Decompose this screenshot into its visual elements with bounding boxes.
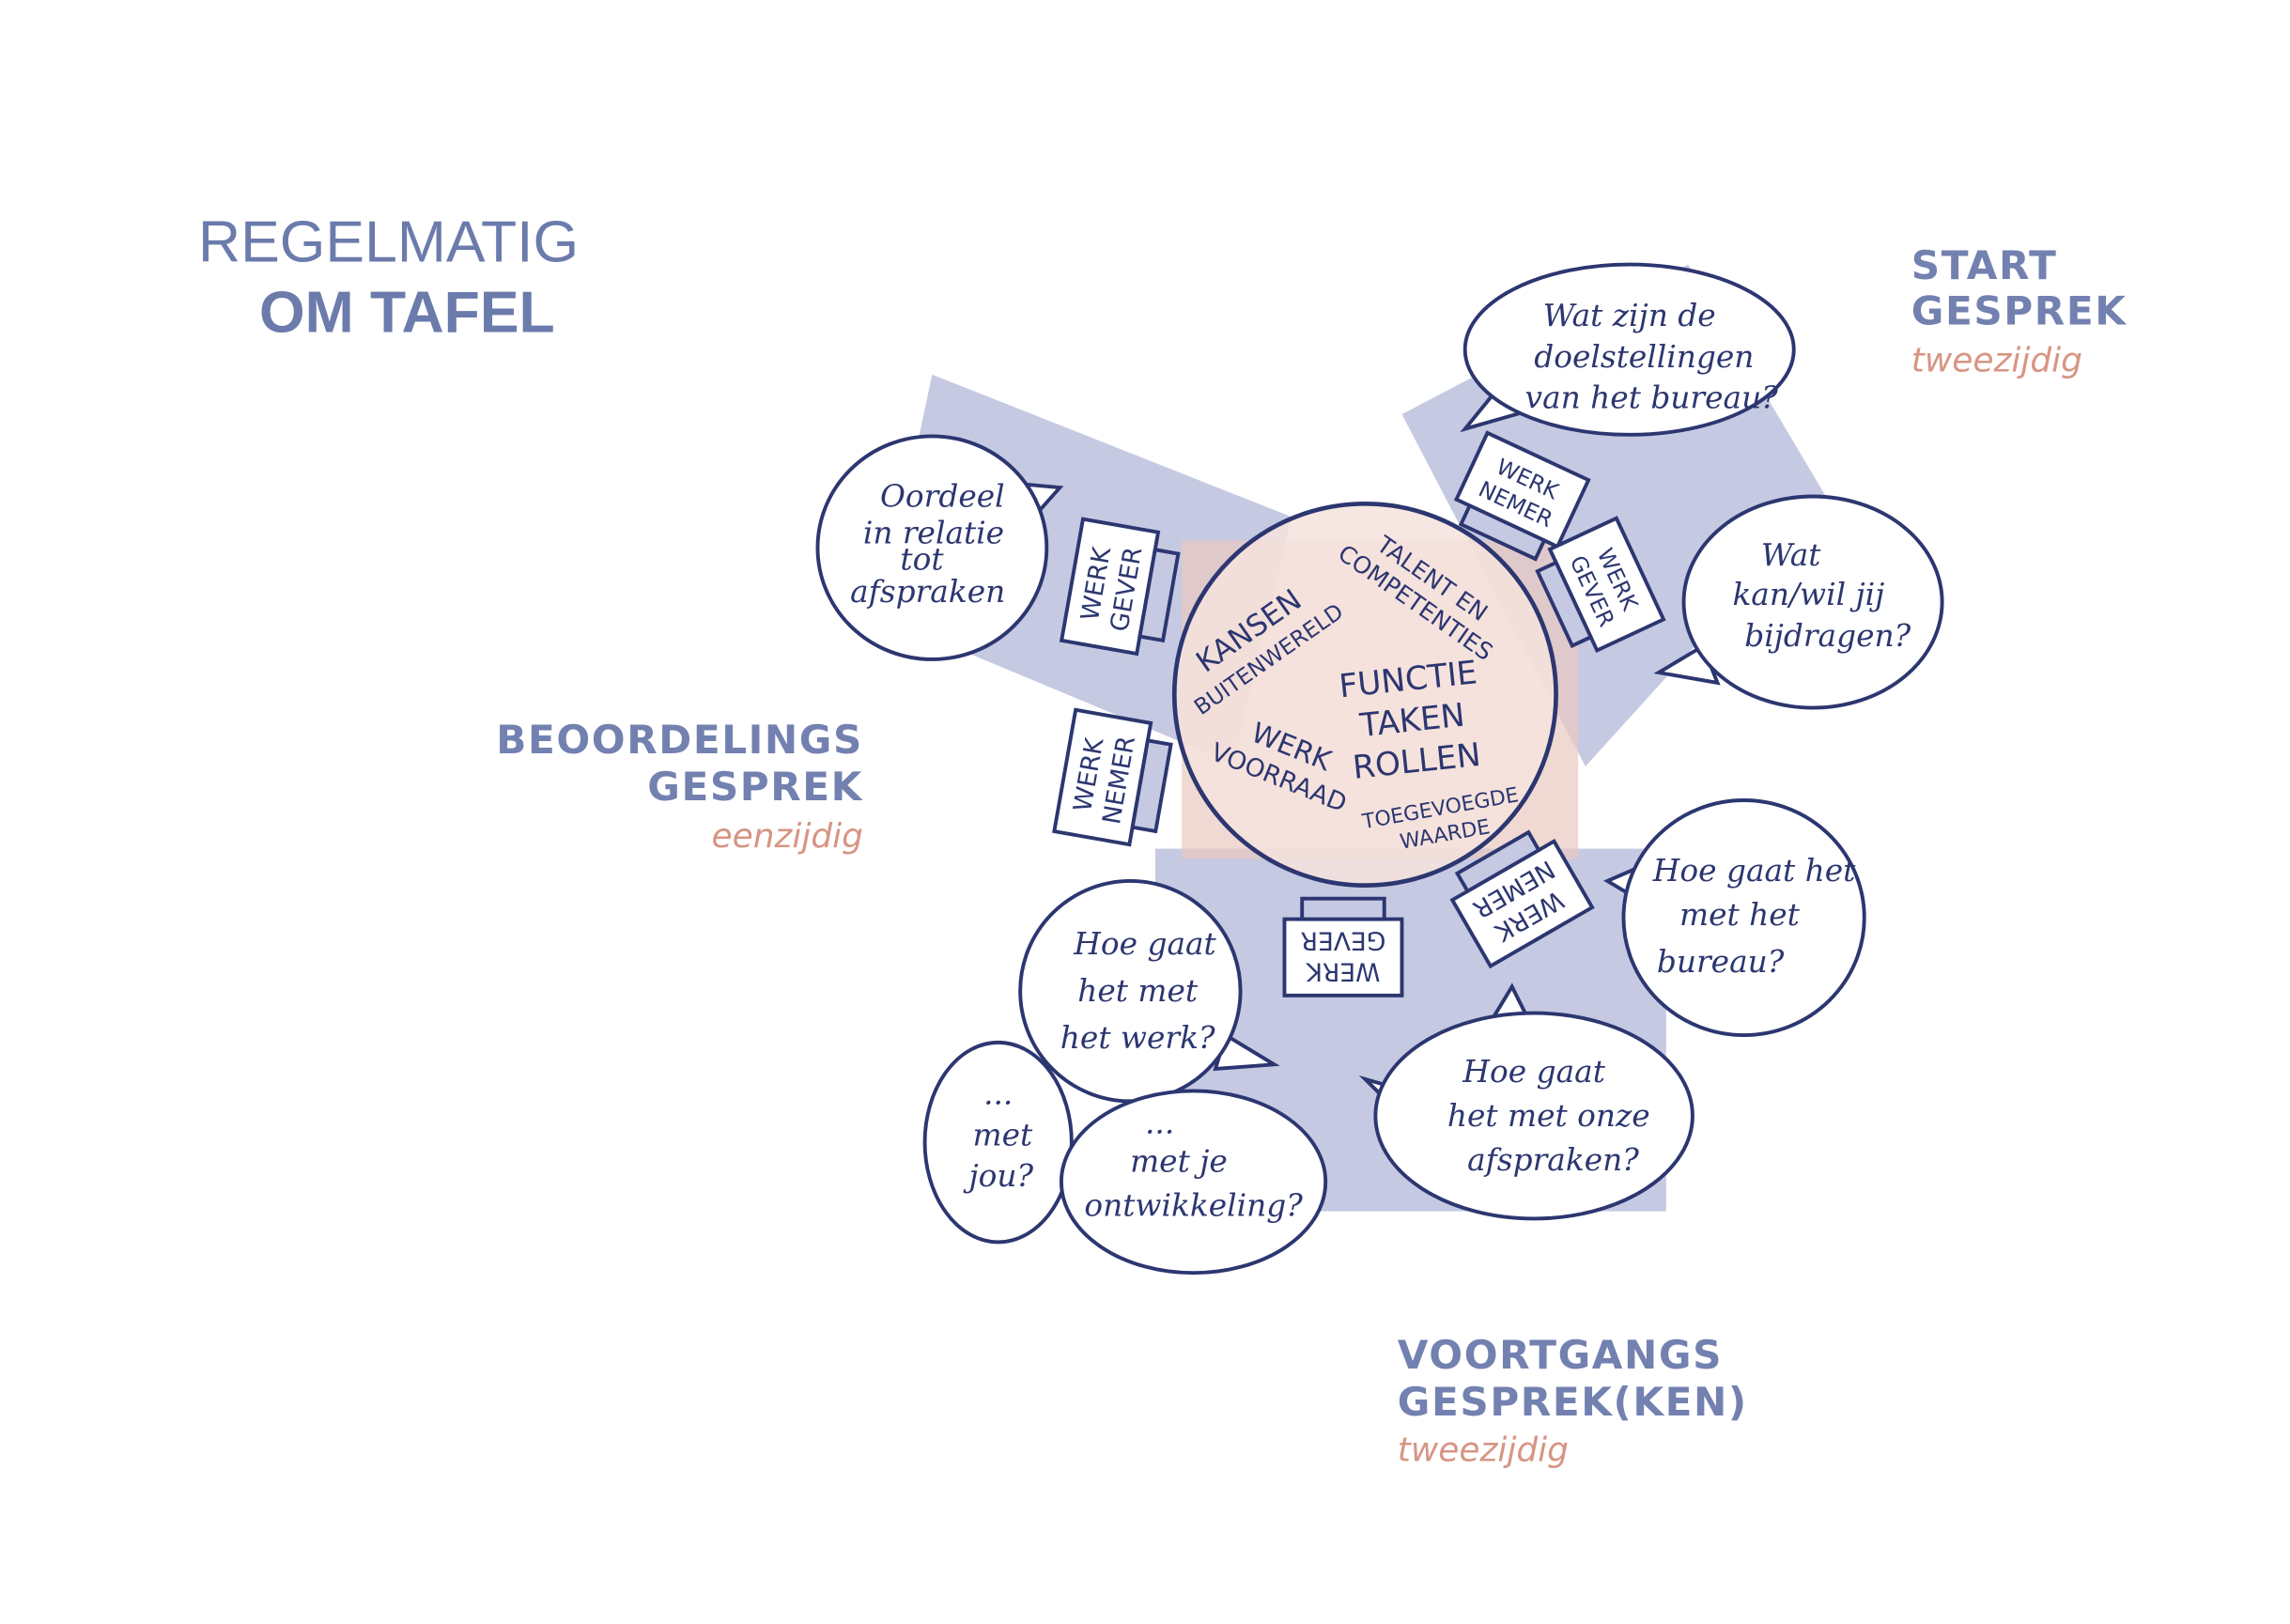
chair-werknemer-bottom: WERK NEMER [1449,829,1595,969]
speech-bubble: Hoe gaat het met het werk? [1018,878,1280,1104]
chair-werkgever-left: WERK GEVER [1059,517,1181,657]
label-beoordeling-sub: eenzijdig [711,817,862,856]
label-beoordeling: BEOORDELINGS GESPREK eenzijdig [496,717,863,856]
bubble-text: met het [1679,897,1801,933]
bubble-text: bijdragen? [1744,618,1911,654]
label-voortgang: VOORTGANGS GESPREK(KEN) tweezijdig [1398,1332,1748,1469]
bubble-text: Oordeel [880,478,1005,514]
bubble-text: het met onze [1447,1098,1650,1134]
bubble-text: Hoe gaat het [1652,853,1856,889]
bubble-text: met [973,1117,1034,1152]
bubble-text: Wat zijn de [1543,298,1716,333]
bubble-text: kan/wil jij [1732,577,1884,612]
speech-bubble: Wat kan/wil jij bijdragen? [1653,494,1944,710]
bubble-text: ontwikkeling? [1084,1187,1303,1223]
speech-bubble: ... met je ontwikkeling? [1059,1089,1328,1276]
chair-werknemer-left: WERK NEMER [1052,707,1173,847]
label-voortgang-sub: tweezijdig [1398,1431,1569,1469]
chair-werkgever-right: WERK GEVER [1535,516,1666,654]
bubble-text: in relatie [863,516,1004,551]
bubble-text: van het bureau? [1525,380,1779,416]
title-line2: OM TAFEL [259,279,555,345]
table-functie: FUNCTIE TAKEN ROLLEN [1338,654,1483,787]
label-start-sub: tweezijdig [1911,342,2082,380]
speech-bubble: Hoe gaat het met het bureau? [1603,798,1866,1038]
bubble-text: jou? [964,1158,1034,1194]
bubble-text: ... [983,1076,1013,1112]
speech-bubble: ... met jou? [922,1040,1074,1245]
label-voortgang-line1: VOORTGANGS [1398,1332,1723,1378]
bubble-text: afspraken [850,574,1005,610]
label-beoordeling-line1: BEOORDELINGS [496,717,863,763]
bubble-text: het werk? [1060,1020,1215,1056]
title-line1: REGELMATIG [198,209,579,274]
label-start: START GESPREK tweezijdig [1911,242,2128,380]
label-start-line2: GESPREK [1911,288,2128,334]
bubble-text: Wat [1761,537,1821,573]
speech-bubble: Hoe gaat het met onze afspraken? [1358,982,1694,1221]
bubble-text: met je [1130,1143,1228,1179]
bubble-text: Hoe gaat [1073,926,1216,962]
bubble-text: bureau? [1657,944,1785,980]
label-voortgang-line2: GESPREK(KEN) [1398,1379,1748,1425]
table [1171,501,1558,888]
chair-werkgever-bottom: WERK GEVER [1282,896,1404,998]
bubble-text: afspraken? [1467,1142,1639,1178]
speech-bubble: Wat zijn de doelstellingen van het burea… [1460,262,1796,437]
speech-bubble: Oordeel in relatie tot afspraken [815,434,1064,661]
label-start-line1: START [1911,242,2058,288]
bubble-text: Hoe gaat [1462,1054,1605,1090]
chair-label: WERK [1306,956,1380,985]
bubble-text: ... [1145,1106,1174,1141]
bubble-text: het met [1077,973,1199,1009]
chair-werknemer-top: WERK NEMER [1453,430,1591,562]
bubble-text: doelstellingen [1534,339,1754,375]
label-beoordeling-line2: GESPREK [647,764,863,810]
bubble-text: tot [900,542,944,578]
chair-label: GEVER [1301,926,1386,955]
